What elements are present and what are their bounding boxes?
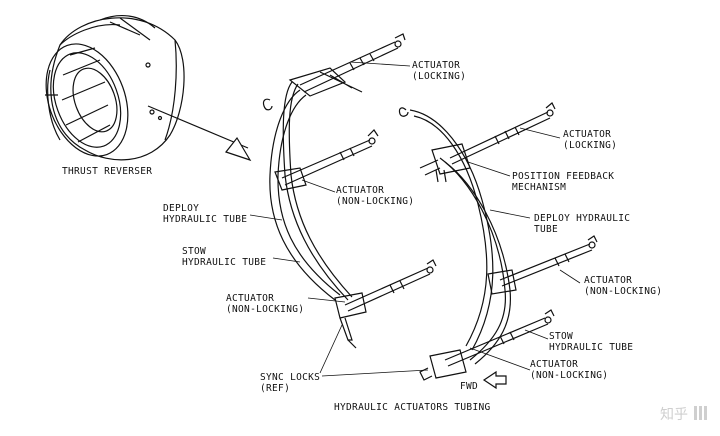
pointer-arrowhead xyxy=(225,136,252,162)
thrust-reverser-illustration xyxy=(45,14,185,161)
diagram-caption: HYDRAULIC ACTUATORS TUBING xyxy=(334,402,491,413)
actuator-nonlocking-upper xyxy=(274,129,379,191)
label-position-feedback-mechanism: POSITION FEEDBACK MECHANISM xyxy=(512,171,615,193)
label-actuator-locking-right: ACTUATOR (LOCKING) xyxy=(563,129,618,151)
pointer-line xyxy=(147,105,249,149)
watermark-bars-icon xyxy=(694,406,708,420)
label-actuator-nonlocking-upper: ACTUATOR (NON-LOCKING) xyxy=(336,185,415,207)
label-fwd: FWD xyxy=(460,381,479,392)
actuator-locking-right xyxy=(419,102,556,183)
label-thrust-reverser: THRUST REVERSER xyxy=(62,166,153,177)
label-actuator-nonlocking-bottom: ACTUATOR (NON-LOCKING) xyxy=(530,359,609,381)
label-deploy-hydraulic-tube-right: DEPLOY HYDRAULIC TUBE xyxy=(534,213,631,235)
label-actuator-locking-top: ACTUATOR (LOCKING) xyxy=(412,60,467,82)
fwd-arrow xyxy=(482,370,507,390)
label-deploy-hydraulic-tube-left: DEPLOY HYDRAULIC TUBE xyxy=(163,203,248,225)
actuator-locking-top xyxy=(288,33,406,97)
actuator-nonlocking-bottom xyxy=(419,309,555,381)
label-actuator-nonlocking-left: ACTUATOR (NON-LOCKING) xyxy=(226,293,305,315)
label-stow-hydraulic-tube-right: STOW HYDRAULIC TUBE xyxy=(549,331,634,353)
label-actuator-nonlocking-right: ACTUATOR (NON-LOCKING) xyxy=(584,275,663,297)
leader-lines xyxy=(249,61,581,377)
right-hydraulic-tubes xyxy=(398,107,512,365)
label-sync-locks: SYNC LOCKS (REF) xyxy=(260,372,321,394)
actuator-nonlocking-left xyxy=(334,259,437,349)
watermark-logo: 知乎 xyxy=(660,407,688,423)
label-stow-hydraulic-tube-left: STOW HYDRAULIC TUBE xyxy=(182,246,267,268)
actuator-nonlocking-right xyxy=(487,235,598,295)
